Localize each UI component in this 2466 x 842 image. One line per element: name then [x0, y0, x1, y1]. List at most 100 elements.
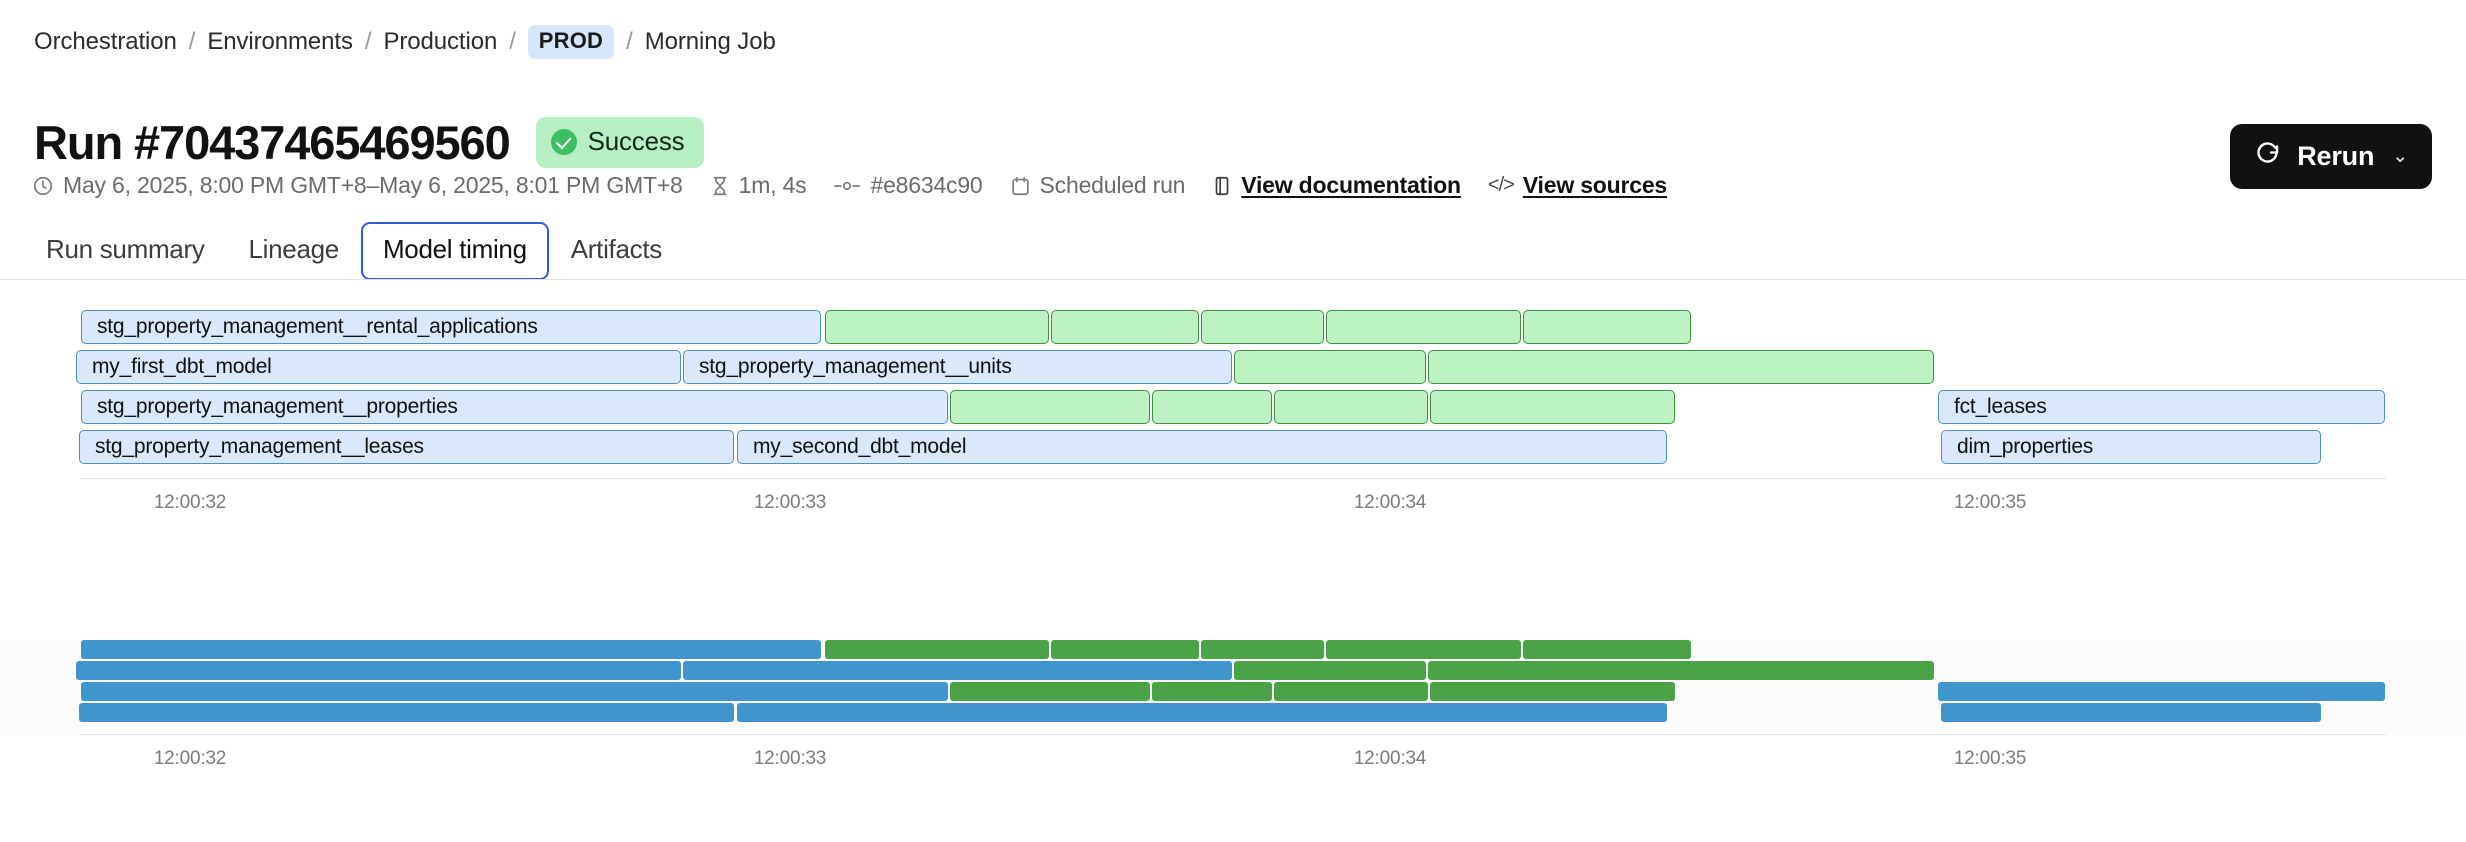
meta-trigger-text: Scheduled run	[1039, 172, 1186, 198]
book-icon	[1212, 175, 1232, 197]
gantt-axis-line	[80, 478, 2386, 479]
breadcrumb-separator: /	[364, 28, 372, 55]
code-icon: </>	[1487, 174, 1515, 196]
overview-axis-tick: 12:00:33	[753, 748, 827, 769]
overview-row	[0, 703, 2466, 722]
gantt-bar-test[interactable]	[950, 390, 1150, 424]
check-circle-icon	[550, 128, 577, 155]
breadcrumb-separator: /	[188, 28, 196, 55]
model-timing-gantt: stg_property_management__rental_applicat…	[0, 310, 2466, 595]
gantt-bar-test[interactable]	[1234, 350, 1426, 384]
meta-documentation[interactable]: View documentation	[1212, 172, 1461, 199]
calendar-icon	[1010, 175, 1031, 197]
view-documentation-link[interactable]: View documentation	[1241, 172, 1461, 198]
gantt-axis-tick: 12:00:32	[153, 492, 227, 513]
overview-bar-test[interactable]	[1428, 661, 1934, 680]
overview-bar-test[interactable]	[1051, 640, 1199, 659]
chevron-down-icon[interactable]: ⌄	[2392, 145, 2408, 167]
overview-axis-line	[80, 734, 2386, 735]
gantt-bar-test[interactable]	[1523, 310, 1691, 344]
overview-bar-model[interactable]	[1938, 682, 2385, 701]
overview-bar-model[interactable]	[1941, 703, 2321, 722]
gantt-bar-test[interactable]	[1152, 390, 1272, 424]
meta-duration: 1m, 4s	[710, 172, 807, 199]
tab-lineage[interactable]: Lineage	[248, 234, 340, 264]
overview-bar-test[interactable]	[1152, 682, 1272, 701]
gantt-bar-my_second_dbt_model[interactable]: my_second_dbt_model	[737, 430, 1667, 464]
tab-artifacts[interactable]: Artifacts	[570, 234, 663, 264]
overview-bar-test[interactable]	[1234, 661, 1426, 680]
run-meta: May 6, 2025, 8:00 PM GMT+8–May 6, 2025, …	[32, 172, 1694, 199]
clock-icon	[32, 175, 54, 197]
overview-bar-model[interactable]	[683, 661, 1232, 680]
gantt-bar-stg_property_management__units[interactable]: stg_property_management__units	[683, 350, 1232, 384]
view-sources-link[interactable]: View sources	[1522, 172, 1668, 198]
overview-row	[0, 661, 2466, 680]
meta-trigger: Scheduled run	[1010, 172, 1186, 199]
overview-axis-tick: 12:00:35	[1953, 748, 2027, 769]
page-title: Run #70437465469560	[34, 116, 511, 170]
tab-bar: Run summary Lineage Model timing Artifacts	[24, 222, 684, 280]
meta-timerange-text: May 6, 2025, 8:00 PM GMT+8–May 6, 2025, …	[63, 172, 683, 198]
gantt-bar-my_first_dbt_model[interactable]: my_first_dbt_model	[76, 350, 681, 384]
status-badge: Success	[535, 117, 705, 169]
overview-bar-test[interactable]	[1523, 640, 1691, 659]
breadcrumb-badge-prod[interactable]: PROD	[527, 25, 615, 59]
tab-run-summary[interactable]: Run summary	[46, 234, 205, 264]
overview-bar-test[interactable]	[950, 682, 1150, 701]
tab-bar-divider	[0, 279, 2466, 280]
overview-bar-model[interactable]	[79, 703, 734, 722]
commit-icon	[833, 175, 861, 197]
overview-bar-test[interactable]	[1430, 682, 1675, 701]
hourglass-icon	[710, 175, 730, 197]
overview-bar-model[interactable]	[76, 661, 681, 680]
model-timing-overview[interactable]: 12:00:32 12:00:33 12:00:34 12:00:35	[0, 640, 2466, 769]
overview-axis-tick: 12:00:34	[1353, 748, 1427, 769]
overview-bar-test[interactable]	[825, 640, 1049, 659]
title-row: Run #70437465469560 Success	[34, 88, 705, 198]
gantt-row: stg_property_management__rental_applicat…	[0, 310, 2466, 344]
overview-bar-model[interactable]	[81, 682, 948, 701]
status-badge-label: Success	[587, 126, 685, 157]
overview-bar-model[interactable]	[737, 703, 1667, 722]
overview-row	[0, 682, 2466, 701]
meta-sources[interactable]: </> View sources	[1488, 172, 1667, 199]
gantt-bar-stg_property_management__rental_applications[interactable]: stg_property_management__rental_applicat…	[81, 310, 821, 344]
refresh-icon	[2254, 139, 2281, 173]
overview-bar-test[interactable]	[1274, 682, 1428, 701]
overview-bar-test[interactable]	[1326, 640, 1521, 659]
overview-axis-tick: 12:00:32	[153, 748, 227, 769]
gantt-bar-stg_property_management__leases[interactable]: stg_property_management__leases	[79, 430, 734, 464]
breadcrumb-item-production[interactable]: Production	[383, 28, 498, 55]
tab-model-timing[interactable]: Model timing	[360, 222, 549, 280]
meta-commit-text: #e8634c90	[870, 172, 983, 198]
gantt-bar-test[interactable]	[1274, 390, 1428, 424]
breadcrumb-item-morning-job: Morning Job	[644, 28, 776, 55]
breadcrumb-item-environments[interactable]: Environments	[207, 28, 353, 55]
gantt-bar-test[interactable]	[1051, 310, 1199, 344]
gantt-row: stg_property_management__properties fct_l…	[0, 390, 2466, 424]
gantt-bar-test[interactable]	[825, 310, 1049, 344]
overview-row	[0, 640, 2466, 659]
gantt-bar-test[interactable]	[1201, 310, 1324, 344]
gantt-bar-test[interactable]	[1428, 350, 1934, 384]
overview-bar-test[interactable]	[1201, 640, 1324, 659]
gantt-bar-dim_properties[interactable]: dim_properties	[1941, 430, 2321, 464]
rerun-button[interactable]: Rerun ⌄	[2230, 124, 2432, 189]
meta-commit: #e8634c90	[833, 172, 983, 199]
gantt-bar-test[interactable]	[1326, 310, 1521, 344]
breadcrumb-item-orchestration[interactable]: Orchestration	[34, 28, 177, 55]
gantt-axis-tick: 12:00:33	[753, 492, 827, 513]
gantt-axis-tick: 12:00:34	[1353, 492, 1427, 513]
meta-duration-text: 1m, 4s	[738, 172, 807, 198]
meta-timerange: May 6, 2025, 8:00 PM GMT+8–May 6, 2025, …	[32, 172, 683, 199]
gantt-bar-fct_leases[interactable]: fct_leases	[1938, 390, 2385, 424]
rerun-button-label: Rerun	[2297, 140, 2375, 171]
gantt-bar-test[interactable]	[1430, 390, 1675, 424]
overview-bar-model[interactable]	[81, 640, 821, 659]
breadcrumb: Orchestration/Environments/Production/PR…	[34, 25, 776, 59]
gantt-bar-stg_property_management__properties[interactable]: stg_property_management__properties	[81, 390, 948, 424]
